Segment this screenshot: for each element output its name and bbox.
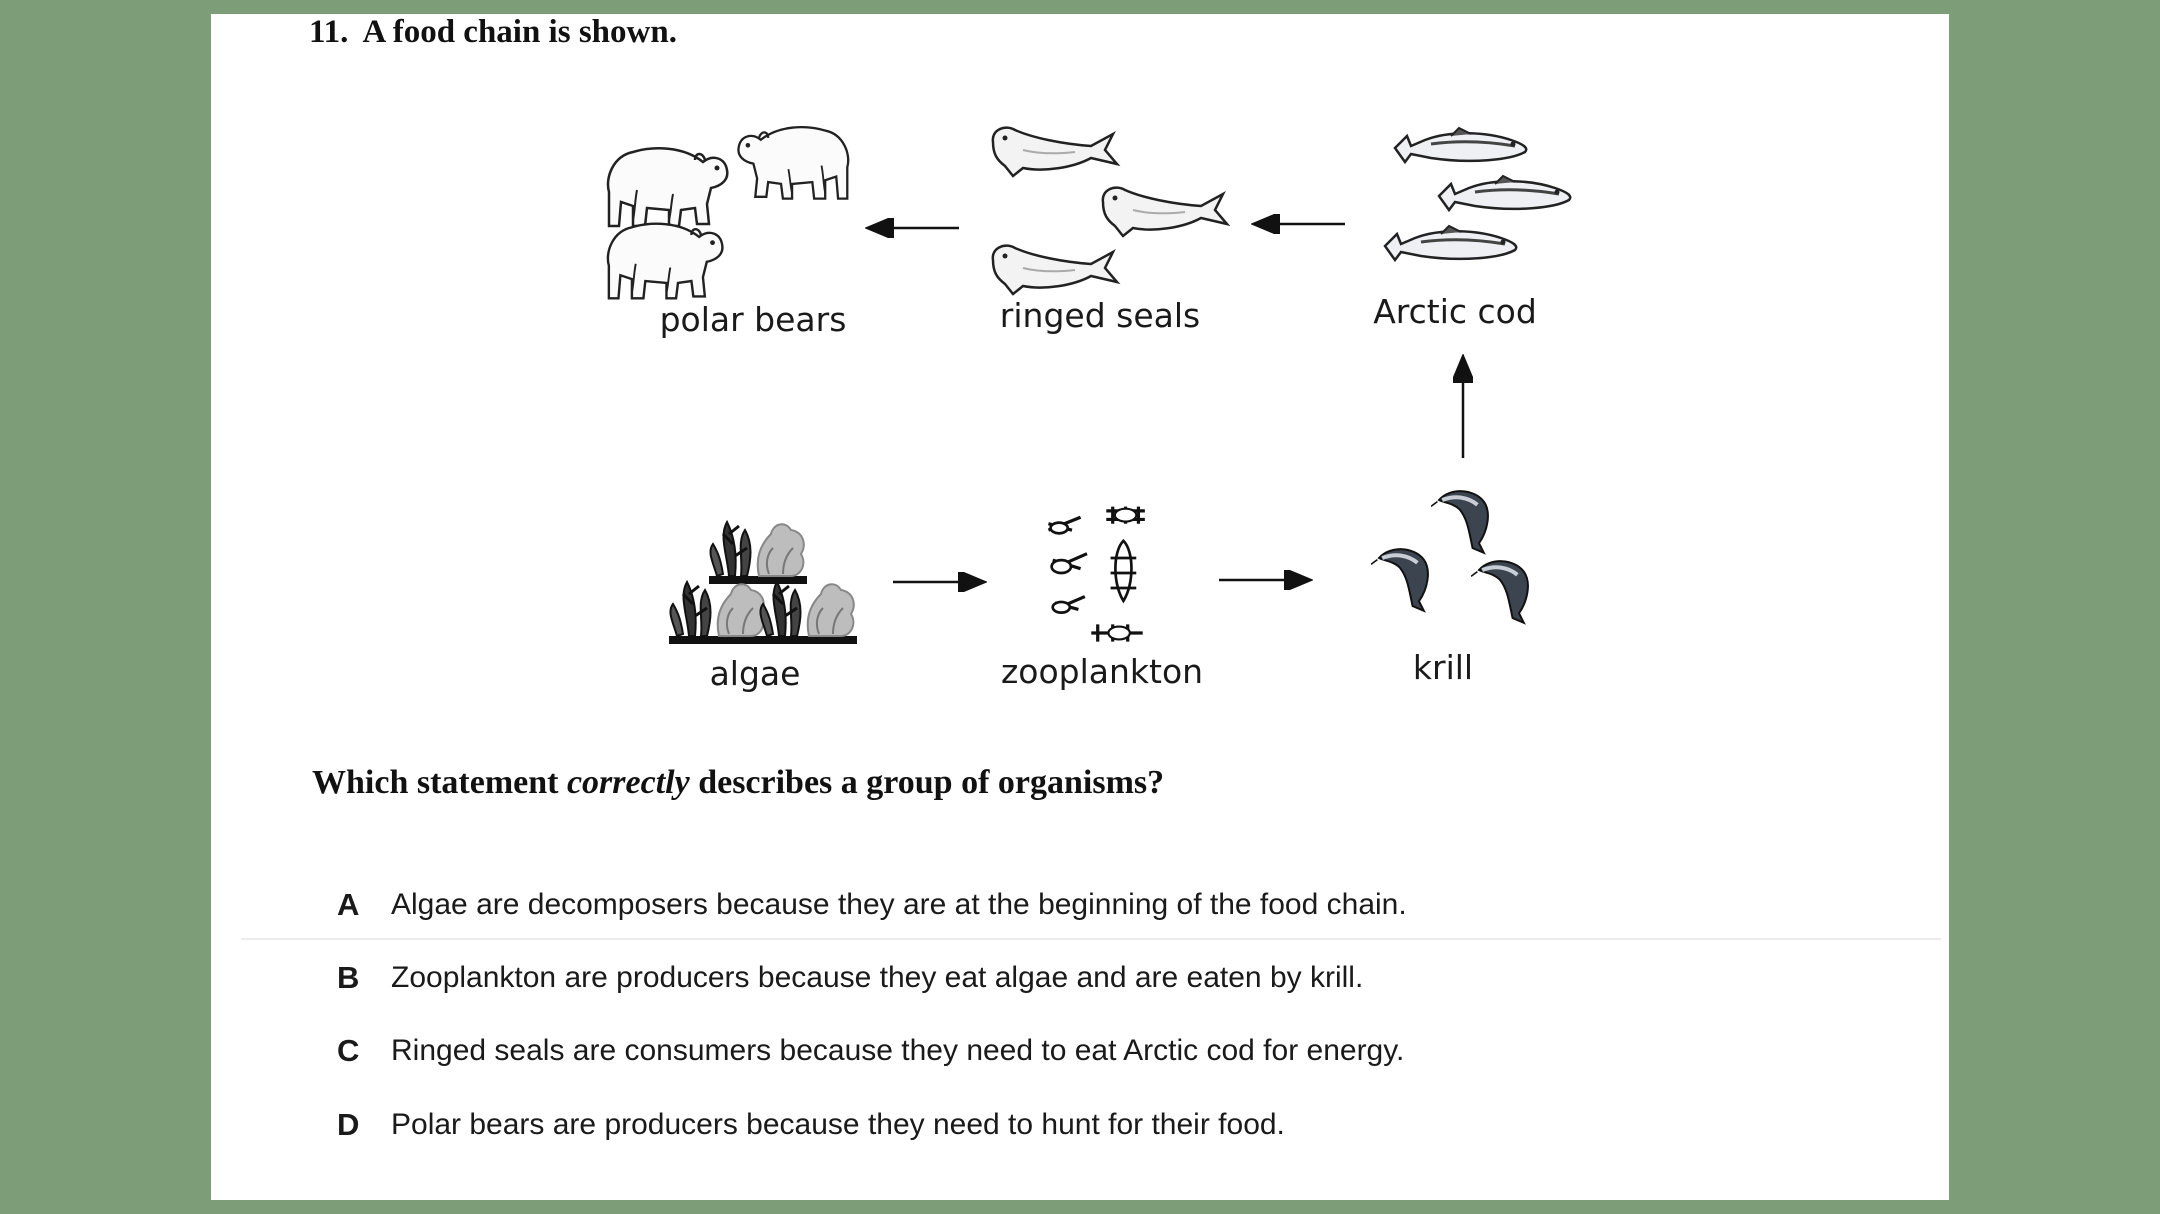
arrow-zooplankton-to-krill	[1219, 570, 1313, 590]
worksheet-page: 11. A food chain is shown. polar bears ri…	[211, 14, 1949, 1200]
option-c-letter: C	[337, 1033, 360, 1068]
arrow-algae-to-zooplankton	[893, 572, 987, 592]
question-prompt: Which statement correctly describes a gr…	[312, 764, 1164, 802]
algae-illustration	[663, 504, 863, 654]
label-zooplankton: zooplankton	[1000, 652, 1204, 691]
option-d-text: Polar bears are producers because they n…	[391, 1108, 1285, 1141]
option-a-text: Algae are decomposers because they are a…	[391, 888, 1407, 921]
arrow-seals-to-bears	[865, 218, 959, 238]
prompt-emphasis: correctly	[566, 764, 690, 801]
label-algae: algae	[709, 654, 801, 693]
question-title: A food chain is shown.	[362, 14, 677, 50]
option-a-letter: A	[337, 887, 360, 922]
label-ringed-seals: ringed seals	[999, 296, 1201, 335]
arrow-cod-to-seals	[1251, 214, 1345, 234]
prompt-text-before: Which statement	[312, 764, 567, 801]
ringed-seals-illustration	[991, 126, 1229, 296]
polar-bears-illustration	[606, 126, 850, 300]
option-a[interactable]: A Algae are decomposers because they are…	[337, 880, 1407, 930]
krill-illustration	[1371, 489, 1530, 625]
question-number: 11.	[309, 14, 349, 50]
option-c[interactable]: C Ringed seals are consumers because the…	[337, 1026, 1404, 1076]
zooplankton-illustration	[1046, 504, 1147, 644]
label-krill: krill	[1412, 648, 1474, 687]
option-d-letter: D	[337, 1107, 360, 1142]
option-b-text: Zooplankton are producers because they e…	[391, 961, 1364, 994]
option-b[interactable]: B Zooplankton are producers because they…	[337, 953, 1363, 1003]
option-d[interactable]: D Polar bears are producers because they…	[337, 1100, 1285, 1150]
arrow-krill-to-cod	[1453, 354, 1473, 458]
arctic-cod-illustration	[1383, 126, 1572, 262]
prompt-text-after: describes a group of organisms?	[689, 764, 1165, 801]
option-c-text: Ringed seals are consumers because they …	[391, 1034, 1405, 1067]
label-polar-bears: polar bears	[659, 300, 847, 339]
option-b-letter: B	[337, 960, 360, 995]
question-heading: 11. A food chain is shown.	[309, 14, 677, 51]
divider	[241, 938, 1941, 940]
label-arctic-cod: Arctic cod	[1373, 292, 1537, 331]
